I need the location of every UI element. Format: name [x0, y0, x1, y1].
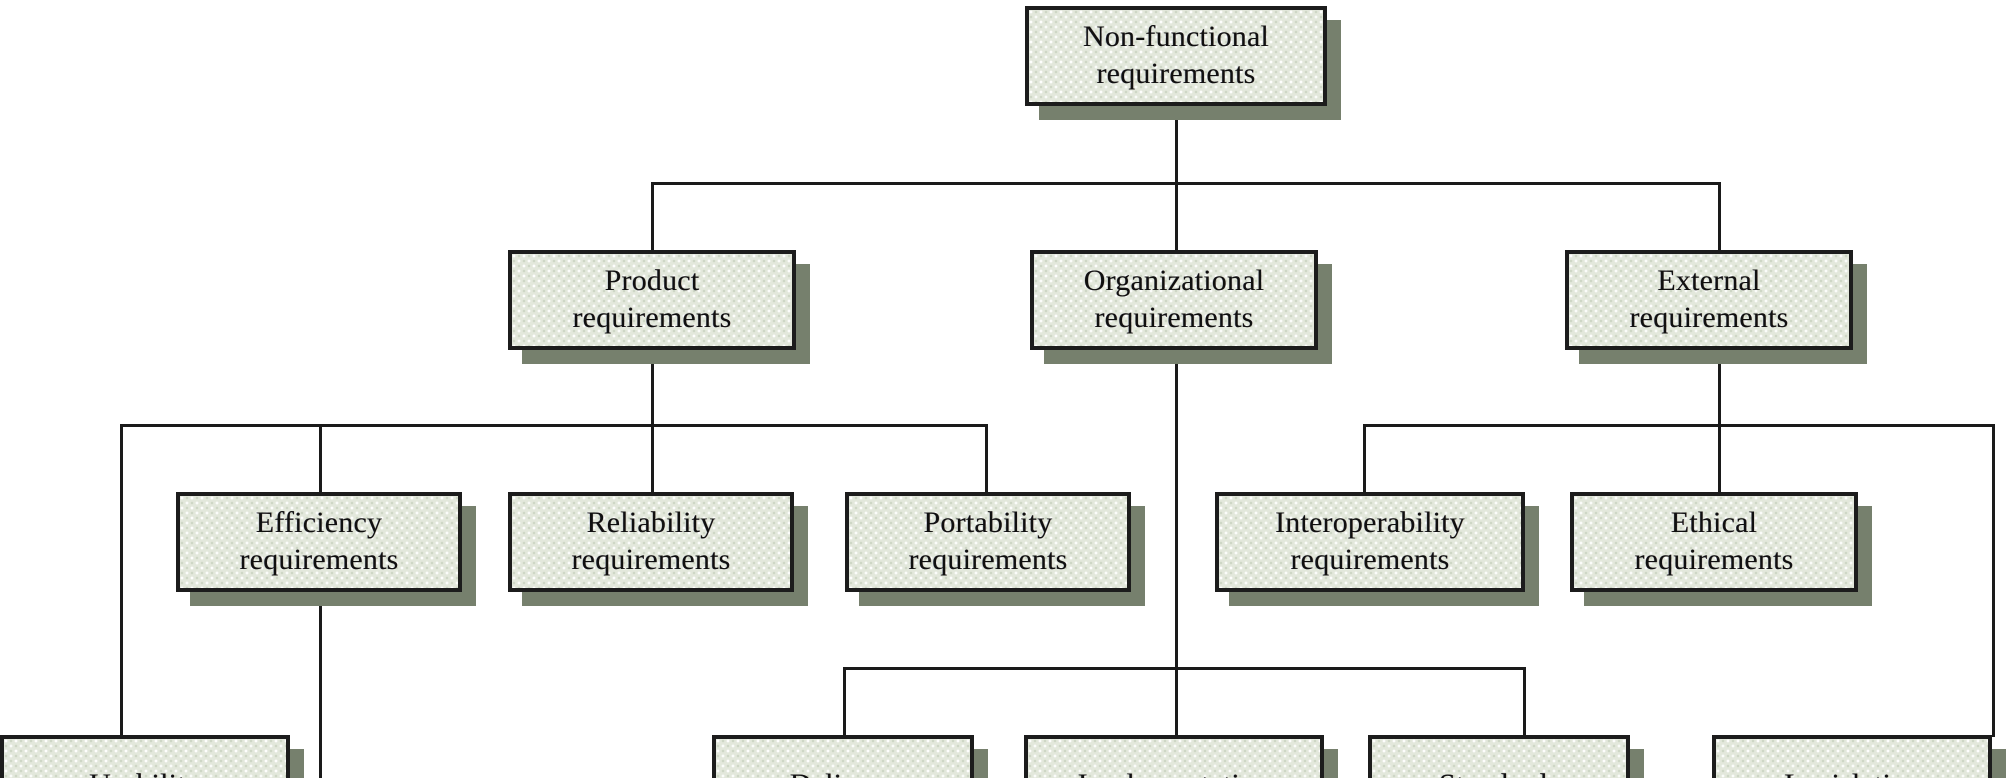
node-label: Interoperability requirements: [1275, 506, 1465, 576]
node-label: Non-functional requirements: [1082, 20, 1270, 90]
node-box: Non-functional requirements: [1025, 6, 1327, 106]
node-reliability-requirements[interactable]: Reliability requirements: [508, 492, 808, 606]
connector-to-implementation: [1175, 667, 1178, 737]
connector-external-stem: [1718, 350, 1721, 427]
node-product-requirements[interactable]: Product requirements: [508, 250, 810, 364]
node-portability-requirements[interactable]: Portability requirements: [845, 492, 1145, 606]
connector-to-ethical: [1718, 424, 1721, 494]
node-standards[interactable]: Standards: [1368, 735, 1644, 778]
node-label: Usability: [83, 767, 207, 778]
connector-to-portability: [985, 424, 988, 494]
connector-to-organizational: [1175, 182, 1178, 252]
node-label: Delivery: [784, 767, 903, 778]
node-box: Organizational requirements: [1030, 250, 1318, 350]
node-label: Product requirements: [572, 264, 732, 334]
node-box: Reliability requirements: [508, 492, 794, 592]
node-label: Efficiency requirements: [239, 506, 399, 576]
connector-product-bus: [120, 424, 988, 427]
connector-level1-bus: [651, 182, 1720, 185]
node-ethical-requirements[interactable]: Ethical requirements: [1570, 492, 1872, 606]
connector-to-efficiency: [319, 424, 322, 494]
node-legislative[interactable]: Legislative: [1712, 735, 2006, 778]
connector-organizational-stem: [1175, 350, 1178, 670]
connector-to-reliability: [651, 424, 654, 494]
connector-root-stem: [1175, 106, 1178, 184]
node-usability[interactable]: Usability: [0, 735, 304, 778]
node-implementation[interactable]: Implementation: [1024, 735, 1338, 778]
node-box: Portability requirements: [845, 492, 1131, 592]
connector-product-stem: [651, 350, 654, 427]
connector-organizational-bus: [843, 667, 1526, 670]
node-label: Ethical requirements: [1634, 506, 1794, 576]
node-label: Standards: [1433, 767, 1565, 778]
connector-to-delivery: [843, 667, 846, 737]
connector-to-standards: [1523, 667, 1526, 737]
node-organizational-requirements[interactable]: Organizational requirements: [1030, 250, 1332, 364]
connector-to-external: [1718, 182, 1721, 252]
node-delivery[interactable]: Delivery: [712, 735, 988, 778]
node-box: Product requirements: [508, 250, 796, 350]
connector-to-usability: [120, 424, 123, 737]
node-box: External requirements: [1565, 250, 1853, 350]
connector-to-legislative: [1992, 424, 1995, 737]
node-external-requirements[interactable]: External requirements: [1565, 250, 1867, 364]
node-box: Standards: [1368, 735, 1630, 778]
node-label: External requirements: [1629, 264, 1789, 334]
node-box: Delivery: [712, 735, 974, 778]
node-box: Interoperability requirements: [1215, 492, 1525, 592]
node-label: Organizational requirements: [1083, 264, 1265, 334]
node-label: Reliability requirements: [571, 506, 731, 576]
node-box: Ethical requirements: [1570, 492, 1858, 592]
connector-external-bus: [1363, 424, 1995, 427]
node-label: Legislative: [1778, 767, 1926, 778]
node-box: Usability: [0, 735, 290, 778]
node-box: Legislative: [1712, 735, 1992, 778]
node-label: Implementation: [1072, 767, 1277, 778]
node-box: Efficiency requirements: [176, 492, 462, 592]
node-interoperability-requirements[interactable]: Interoperability requirements: [1215, 492, 1539, 606]
connector-to-interoperability: [1363, 424, 1366, 494]
node-non-functional-requirements[interactable]: Non-functional requirements: [1025, 6, 1341, 120]
node-box: Implementation: [1024, 735, 1324, 778]
node-label: Portability requirements: [908, 506, 1068, 576]
node-efficiency-requirements[interactable]: Efficiency requirements: [176, 492, 476, 606]
connector-to-product: [651, 182, 654, 252]
connector-efficiency-stem: [319, 592, 322, 778]
